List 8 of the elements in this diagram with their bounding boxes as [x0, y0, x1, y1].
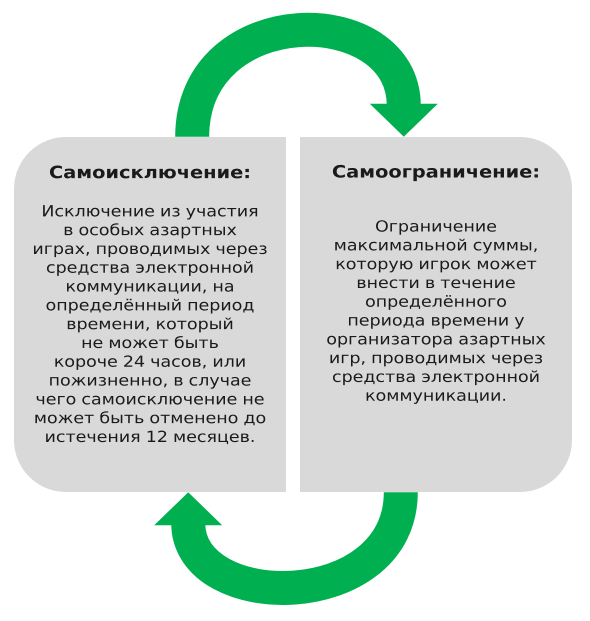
curved-arrow	[154, 490, 418, 605]
info-box	[14, 137, 286, 492]
heading: Самоограничение:	[332, 164, 538, 182]
curved-arrow	[175, 13, 438, 140]
body-text: Ограничение максимальной суммы, которую игрок может внести в течение определённого периода времени у организатора азартных игр, проводимых через средства электронной коммуникации.	[327, 220, 546, 404]
info-box	[300, 137, 572, 492]
heading: Самоисключение:	[50, 166, 249, 178]
body-text: Исключение из участия в особых азартных играх, проводимых через средства электронной коммуникации, на определённый период времени, который не может быть короче 24 часов, или пожизненно, в случае чего самоисключение не может быть отменено до истечения 12 месяцев.	[34, 205, 267, 444]
